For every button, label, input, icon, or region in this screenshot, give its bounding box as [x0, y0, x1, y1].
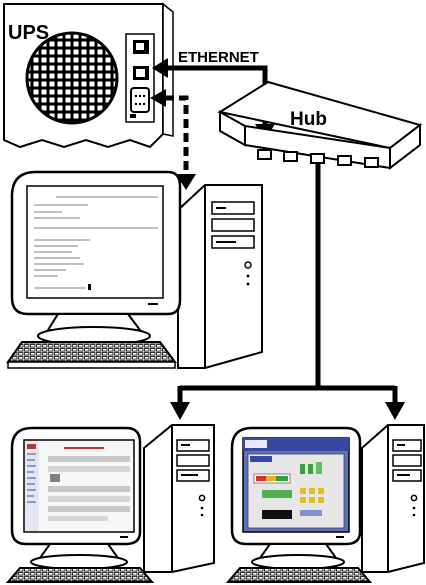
ups-label: UPS — [8, 22, 49, 44]
ups-serial-port — [130, 87, 150, 113]
arrow-serial-terminal — [176, 174, 196, 190]
ups-fan-grill — [25, 31, 119, 125]
hub-ports — [257, 149, 379, 168]
arrow-serial-ups — [150, 89, 166, 107]
lan-cable — [177, 160, 398, 402]
ethernet-cable — [165, 65, 268, 150]
serial-cable-dashed — [165, 95, 189, 176]
arrow-into-ups — [152, 58, 168, 78]
arrow-monitor-pc — [385, 402, 405, 420]
hub-label: Hub — [290, 109, 327, 130]
ups-monitor-app-pc — [225, 424, 425, 583]
terminal-screen — [26, 185, 164, 299]
ups-unit: UPS — [3, 2, 174, 149]
arrow-browser-pc — [170, 402, 190, 420]
web-browser-pc — [5, 424, 215, 583]
ethernet-label: ETHERNET — [178, 49, 259, 66]
network-hub: Hub — [217, 80, 423, 171]
terminal-pc — [6, 170, 263, 369]
ups-port-panel — [125, 33, 155, 123]
connections — [150, 58, 405, 420]
